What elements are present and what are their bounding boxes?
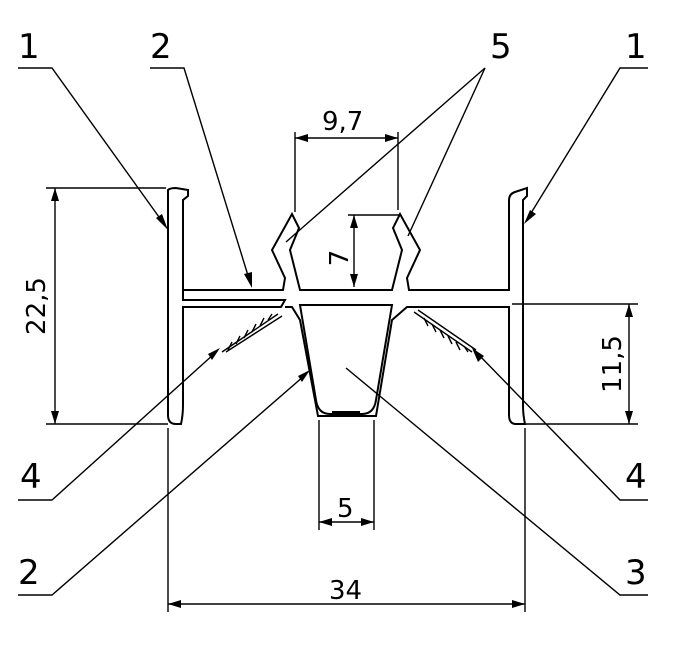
label-1-top-left: 1 xyxy=(18,27,40,67)
label-5-top-center: 5 xyxy=(490,27,512,67)
label-1-top-right: 1 xyxy=(625,27,647,67)
leader-lines xyxy=(18,67,648,596)
label-3-bottom-right: 3 xyxy=(625,553,647,593)
label-4-left: 4 xyxy=(20,457,42,497)
dim-total-width: 34 xyxy=(329,576,362,606)
label-2-bottom-left: 2 xyxy=(18,553,40,593)
label-2-top-left: 2 xyxy=(150,27,172,67)
dim-lip-height: 7 xyxy=(325,250,355,267)
dimension-values: 9,7 7 22,5 11,5 5 34 xyxy=(22,107,628,606)
dim-total-height: 22,5 xyxy=(22,277,52,335)
dimension-lines xyxy=(46,132,638,612)
label-4-right: 4 xyxy=(625,457,647,497)
dim-lip-width: 9,7 xyxy=(322,107,363,137)
dim-channel-bottom-width: 5 xyxy=(337,494,354,524)
hatched-seal-strips xyxy=(221,309,477,353)
dim-channel-height: 11,5 xyxy=(598,335,628,393)
part-labels: 1 2 5 1 4 4 2 3 xyxy=(18,27,647,593)
profile-outline xyxy=(167,186,528,425)
